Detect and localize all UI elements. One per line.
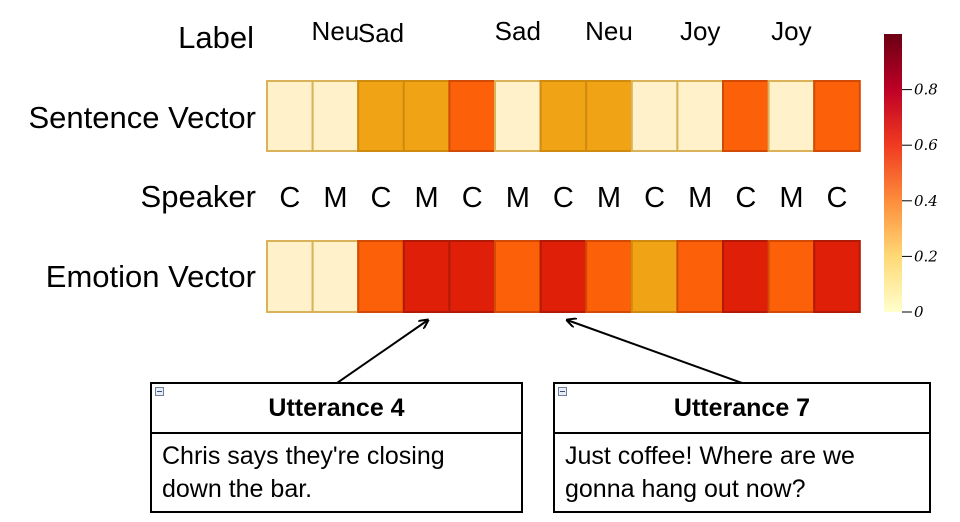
emotion-vector-cell bbox=[585, 240, 633, 313]
colorbar-tick-label: 0.6 bbox=[914, 136, 938, 154]
emotion-vector-row bbox=[266, 240, 861, 313]
emotion-vector-cell bbox=[402, 240, 451, 313]
utterance-7-line-2: gonna hang out now? bbox=[565, 475, 806, 503]
emotion-label: Neu bbox=[312, 16, 360, 46]
emotion-vector-cell bbox=[767, 240, 816, 313]
emotion-vector-cell bbox=[676, 240, 725, 313]
utterance-4-text: Chris says they're closing down the bar. bbox=[152, 434, 521, 512]
sentence-vector-cell bbox=[630, 80, 679, 152]
colorbar-tick-label: 0.4 bbox=[914, 192, 938, 210]
speaker-label: M bbox=[597, 182, 621, 214]
utterance-7-line-1: Just coffee! Where are we bbox=[565, 442, 855, 470]
sentence-vector-cell bbox=[722, 80, 770, 152]
speaker-label: C bbox=[371, 182, 392, 214]
emotion-vector-cell bbox=[630, 240, 679, 313]
speaker-label: C bbox=[735, 182, 756, 214]
colorbar-tick-label: 0.8 bbox=[914, 81, 938, 99]
sentence-vector-cell bbox=[311, 80, 360, 152]
emotion-vector-cell bbox=[448, 240, 496, 313]
speaker-label: C bbox=[462, 182, 483, 214]
speaker-label: C bbox=[553, 182, 574, 214]
colorbar-tick-label: 0.2 bbox=[914, 247, 938, 265]
sentence-vector-cell bbox=[448, 80, 496, 152]
utterance-7-title: Utterance 7 bbox=[555, 384, 929, 434]
speaker-row-title: Speaker bbox=[141, 179, 256, 214]
sentence-vector-cell bbox=[357, 80, 405, 152]
utterance-4-title: Utterance 4 bbox=[152, 384, 521, 434]
colorbar bbox=[884, 34, 902, 312]
emotion-label: Sad bbox=[495, 16, 541, 46]
sentence-vector-cell bbox=[494, 80, 542, 152]
emotion-label: Sad bbox=[358, 18, 404, 48]
utterance-7-text: Just coffee! Where are we gonna hang out… bbox=[555, 434, 929, 512]
sentence-vector-cell bbox=[266, 80, 314, 152]
utterance-7-box: Utterance 7 Just coffee! Where are we go… bbox=[553, 382, 931, 513]
emotion-vector-cell bbox=[357, 240, 405, 313]
colorbar-tick-label: 0 bbox=[914, 303, 924, 321]
emotion-label: Joy bbox=[771, 16, 811, 46]
utterance-4-line-2: down the bar. bbox=[162, 475, 313, 503]
sentence-vector-title: Sentence Vector bbox=[29, 100, 257, 135]
speaker-label: M bbox=[323, 182, 347, 214]
sentence-vector-cell bbox=[585, 80, 633, 152]
emotion-vector-cell bbox=[813, 240, 861, 313]
label-row-title: Label bbox=[178, 20, 254, 55]
sentence-vector-cell bbox=[402, 80, 451, 152]
sentence-vector-cell bbox=[767, 80, 816, 152]
sentence-vector-row bbox=[266, 80, 861, 152]
sentence-vector-cell bbox=[676, 80, 725, 152]
emotion-label: Neu bbox=[585, 16, 633, 46]
sentence-vector-cell bbox=[539, 80, 588, 152]
emotion-vector-cell bbox=[722, 240, 770, 313]
emotion-vector-cell bbox=[494, 240, 542, 313]
arrow-utterance-4 bbox=[336, 320, 428, 384]
arrow-utterance-7 bbox=[567, 320, 743, 384]
utterance-4-box: Utterance 4 Chris says they're closing d… bbox=[150, 382, 523, 513]
collapse-icon[interactable] bbox=[558, 387, 567, 396]
speaker-label: C bbox=[827, 182, 848, 214]
colorbar-ticks: 0 0.2 0.4 0.6 0.8 bbox=[902, 81, 938, 321]
speaker-label: C bbox=[279, 182, 300, 214]
sentence-vector-cell bbox=[813, 80, 861, 152]
emotion-vector-cell bbox=[266, 240, 314, 313]
emotion-vector-cell bbox=[311, 240, 360, 313]
speaker-label: M bbox=[415, 182, 439, 214]
speaker-label: M bbox=[506, 182, 530, 214]
utterance-4-line-1: Chris says they're closing bbox=[162, 442, 445, 470]
emotion-vector-cell bbox=[539, 240, 588, 313]
speaker-label: M bbox=[779, 182, 803, 214]
emotion-label: Joy bbox=[680, 16, 720, 46]
speaker-label: M bbox=[688, 182, 712, 214]
speaker-label: C bbox=[644, 182, 665, 214]
collapse-icon[interactable] bbox=[155, 387, 164, 396]
emotion-vector-title: Emotion Vector bbox=[46, 259, 256, 294]
